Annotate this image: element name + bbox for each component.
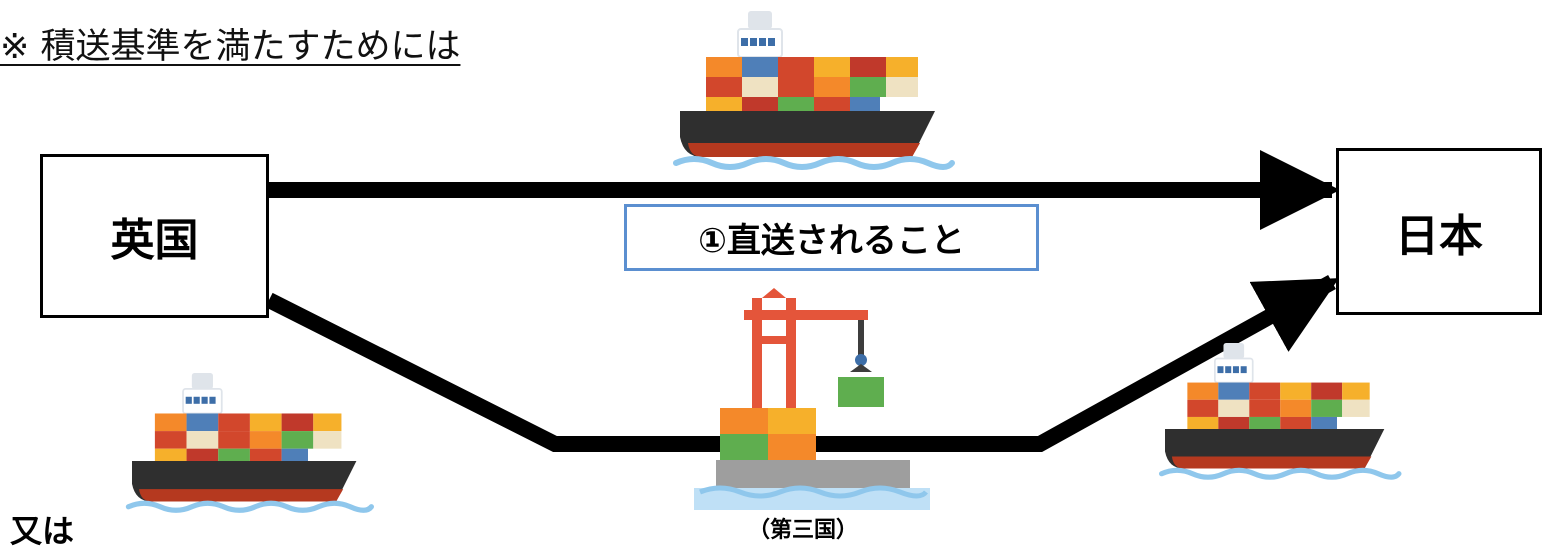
destination-country-label: 日本 [1395, 210, 1483, 262]
origin-country-box: 英国 [40, 154, 269, 318]
origin-country-label: 英国 [110, 215, 199, 266]
third-country-label: （第三国） [748, 518, 859, 543]
page-heading: ※ 積送基準を満たすためには [0, 27, 461, 67]
cargo-ship-icon [128, 373, 371, 510]
direct-route-label-box: ①直送されること [624, 204, 1039, 271]
port-crane-icon [694, 288, 930, 510]
direct-route-label: ①直送されること [698, 221, 965, 261]
destination-country-box: 日本 [1336, 148, 1542, 315]
cargo-ship-icon [676, 11, 952, 167]
alternative-label: 又は [10, 512, 75, 550]
